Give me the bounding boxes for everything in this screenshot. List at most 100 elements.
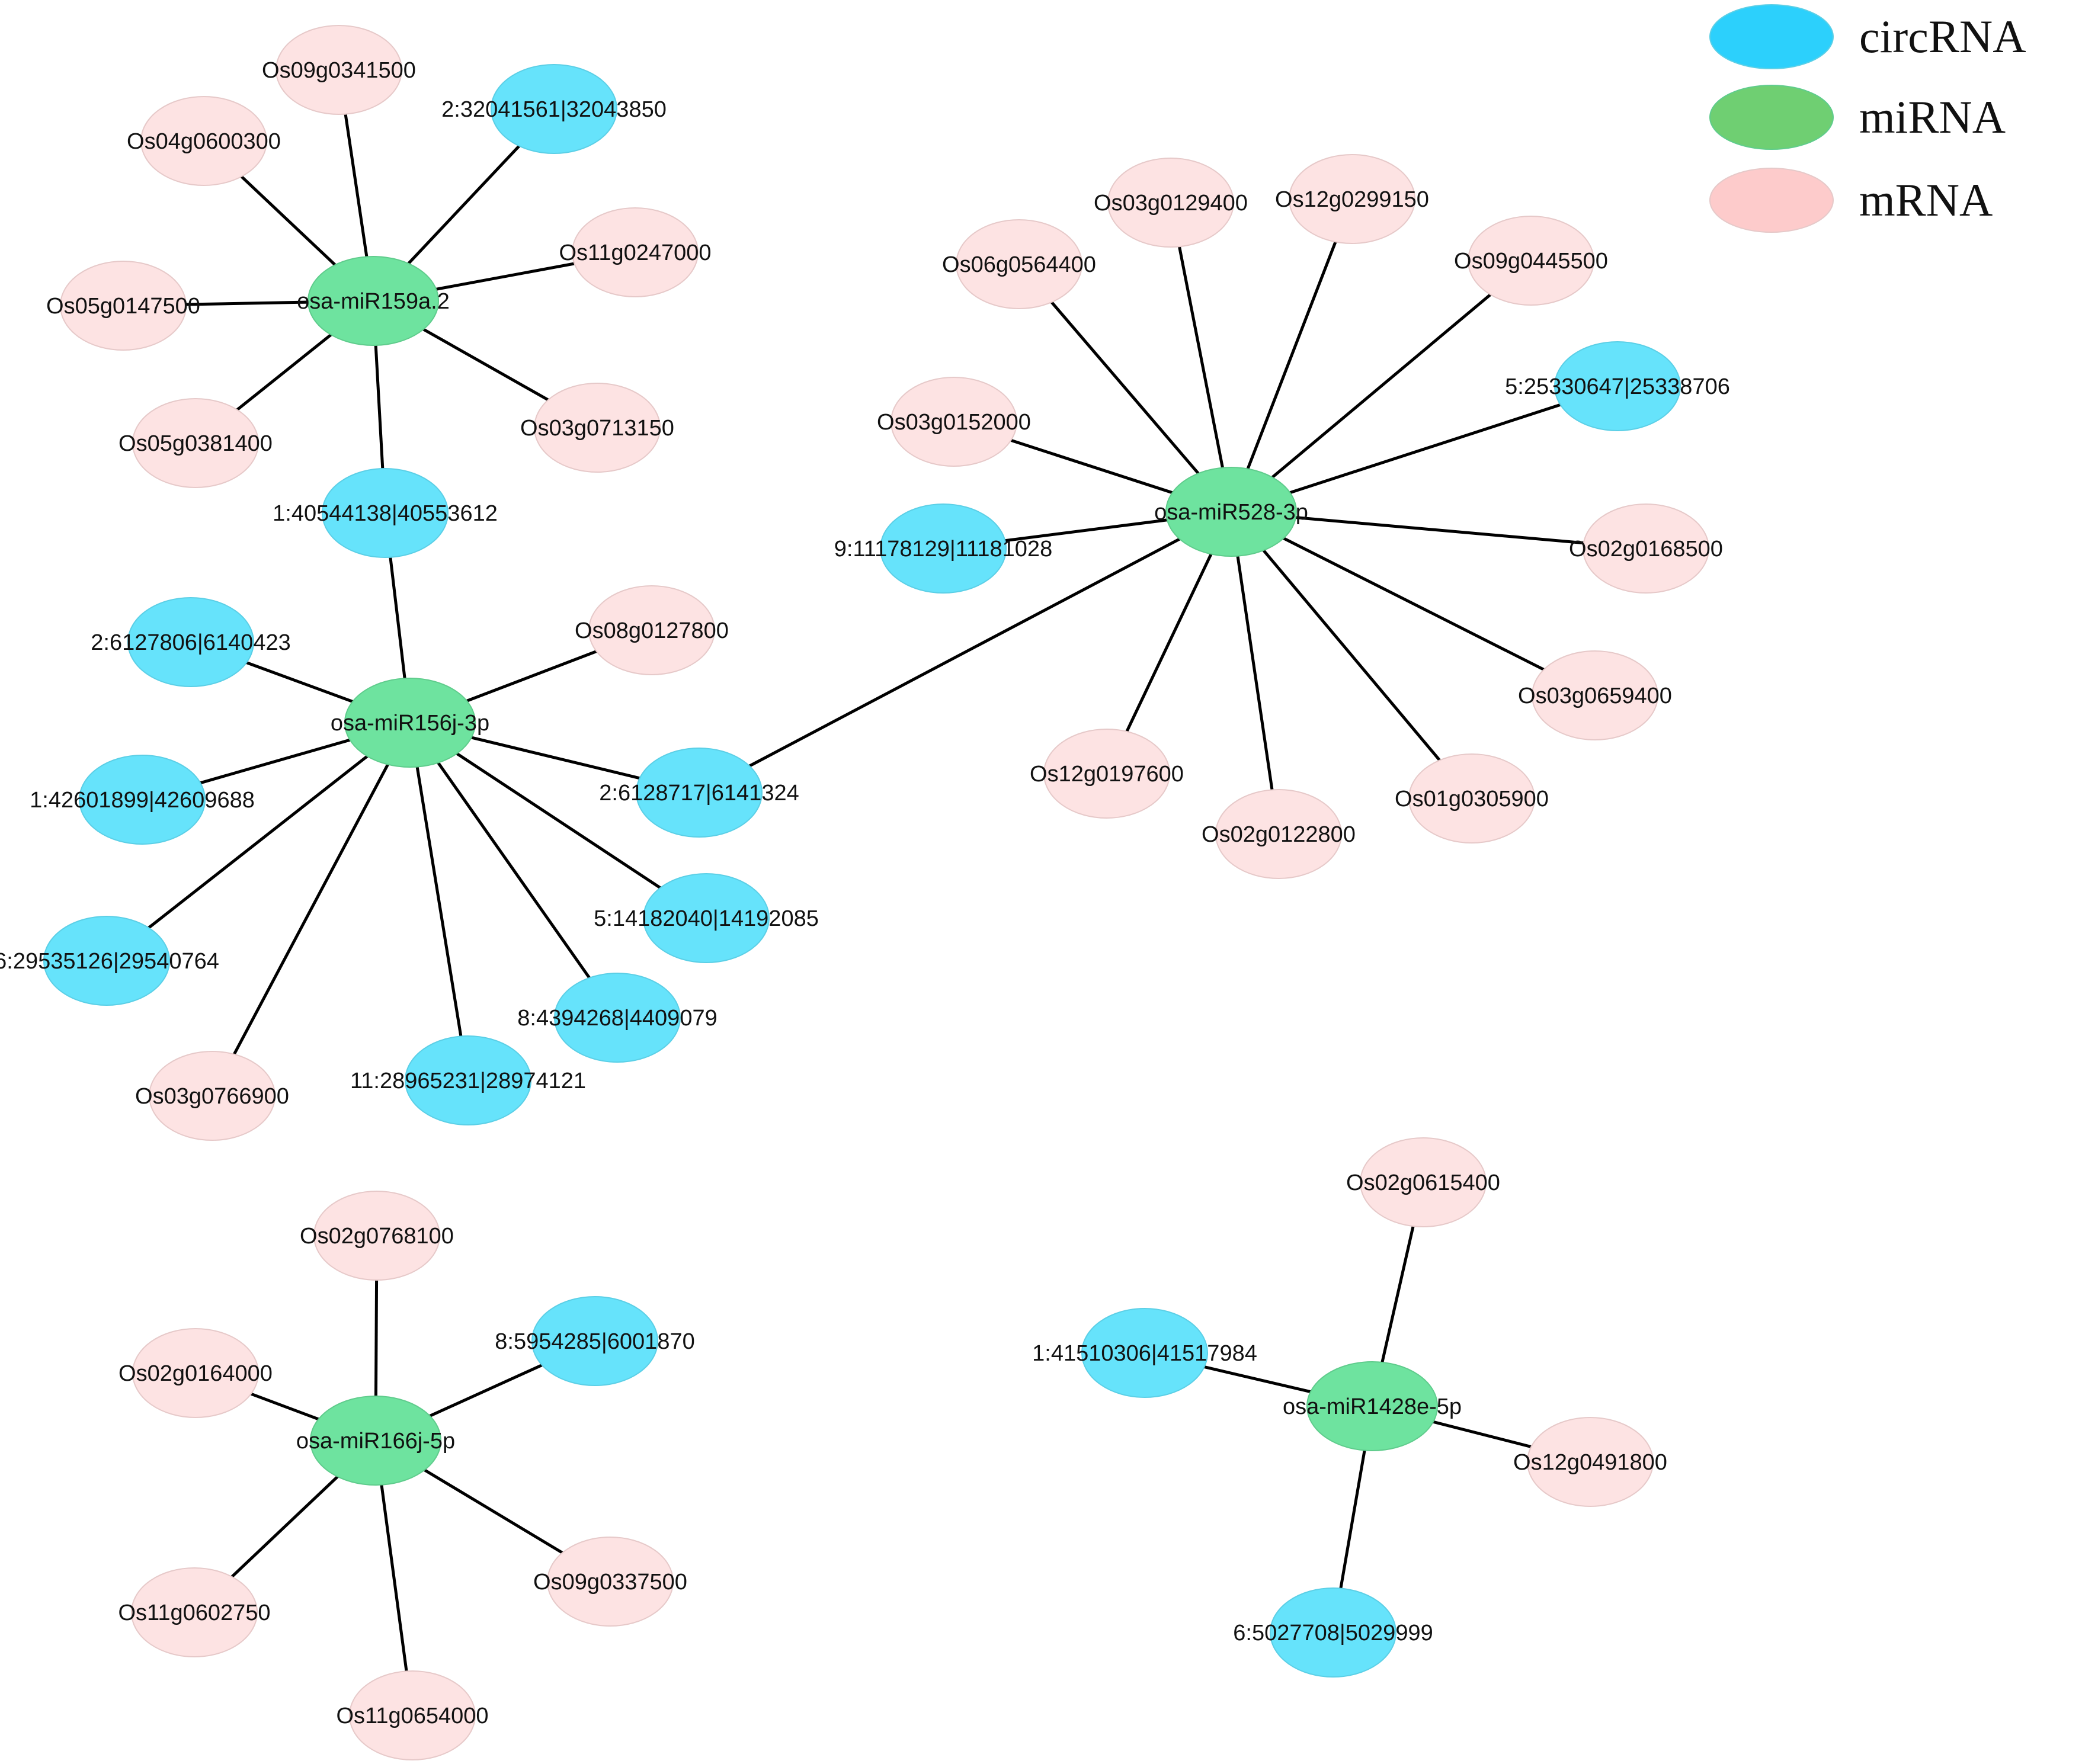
node-label: Os04g0600300	[127, 129, 281, 154]
node-label: 9:11178129|11181028	[834, 537, 1052, 562]
circrna-ellipse	[1270, 1587, 1396, 1678]
mrna-ellipse	[276, 25, 402, 115]
node-label: Os09g0341500	[262, 58, 416, 83]
mrna-node-os05g0147500[interactable]: Os05g0147500	[46, 261, 200, 351]
mrna-node-os06g0564400[interactable]: Os06g0564400	[942, 219, 1096, 309]
node-label: Os05g0147500	[46, 294, 200, 319]
node-label: osa-miR1428e-5p	[1283, 1394, 1462, 1419]
mrna-ellipse	[547, 1537, 674, 1627]
circrna-node-1-40544138-40553612[interactable]: 1:40544138|40553612	[273, 468, 498, 558]
mrna-node-os02g0122800[interactable]: Os02g0122800	[1202, 789, 1356, 879]
mrna-node-os02g0164000[interactable]: Os02g0164000	[118, 1328, 273, 1418]
mirna-node-osa-mir166j-5p[interactable]: osa-miR166j-5p	[296, 1396, 455, 1486]
circrna-node-11-28965231-28974121[interactable]: 11:28965231|28974121	[350, 1035, 586, 1125]
node-label: Os02g0168500	[1569, 537, 1723, 562]
circrna-node-6-5027708-5029999[interactable]: 6:5027708|5029999	[1233, 1587, 1433, 1678]
mrna-node-os12g0299150[interactable]: Os12g0299150	[1275, 154, 1429, 244]
mrna-ellipse	[1532, 650, 1658, 740]
mrna-ellipse	[131, 1567, 258, 1657]
node-label: osa-miR528-3p	[1154, 500, 1308, 525]
circrna-node-5-25330647-25338706[interactable]: 5:25330647|25338706	[1505, 341, 1730, 431]
mirna-node-osa-mir1428e-5p[interactable]: osa-miR1428e-5p	[1283, 1361, 1462, 1451]
mrna-ellipse	[1583, 503, 1709, 594]
mrna-ellipse	[1408, 753, 1535, 843]
circrna-ellipse	[643, 873, 770, 963]
mrna-ellipse	[1527, 1417, 1654, 1507]
mrna-node-os02g0168500[interactable]: Os02g0168500	[1569, 503, 1723, 594]
nodes-layer: osa-miR159a.2 Os09g0341500 2:32041561|3204…	[0, 25, 1730, 1760]
node-label: 1:42601899|42609688	[30, 788, 255, 813]
edge-osa-mir528-3p-to-os09g0445500	[1230, 259, 1532, 513]
mrna-ellipse	[1468, 216, 1594, 306]
legend-swatch-mirna	[1709, 85, 1834, 150]
mrna-node-os03g0713150[interactable]: Os03g0713150	[520, 383, 674, 473]
mirna-ellipse	[344, 678, 476, 768]
mrna-node-os02g0768100[interactable]: Os02g0768100	[300, 1191, 454, 1281]
circrna-node-8-5954285-6001870[interactable]: 8:5954285|6001870	[495, 1296, 695, 1386]
circrna-ellipse	[405, 1035, 531, 1125]
circrna-node-1-42601899-42609688[interactable]: 1:42601899|42609688	[30, 755, 255, 845]
mrna-node-os05g0381400[interactable]: Os05g0381400	[118, 398, 273, 488]
node-label: Os12g0197600	[1030, 762, 1184, 787]
circrna-node-5-14182040-14192085[interactable]: 5:14182040|14192085	[594, 873, 819, 963]
mrna-node-os08g0127800[interactable]: Os08g0127800	[575, 585, 729, 675]
mrna-node-os11g0654000[interactable]: Os11g0654000	[336, 1670, 489, 1760]
mrna-ellipse	[572, 207, 699, 297]
edge-osa-mir156j-3p-to-5-14182040-14192085	[409, 721, 707, 920]
mirna-ellipse	[310, 1396, 441, 1486]
mrna-node-os09g0445500[interactable]: Os09g0445500	[1454, 216, 1608, 306]
edge-osa-mir528-3p-to-5-25330647-25338706	[1231, 384, 1618, 514]
mrna-node-os12g0197600[interactable]: Os12g0197600	[1030, 729, 1184, 819]
node-label: Os05g0381400	[118, 431, 273, 456]
circrna-node-2-6127806-6140423[interactable]: 2:6127806|6140423	[91, 597, 291, 687]
circrna-ellipse	[322, 468, 449, 558]
edge-osa-mir528-3p-to-os06g0564400	[1018, 263, 1232, 513]
mirna-node-osa-mir159a-2[interactable]: osa-miR159a.2	[297, 256, 450, 346]
mrna-node-os03g0659400[interactable]: Os03g0659400	[1518, 650, 1672, 740]
mrna-node-os01g0305900[interactable]: Os01g0305900	[1395, 753, 1549, 843]
node-label: osa-miR166j-5p	[296, 1429, 455, 1454]
circrna-node-1-41510306-41517984[interactable]: 1:41510306|41517984	[1032, 1308, 1257, 1398]
mrna-ellipse	[534, 383, 661, 473]
mrna-node-os12g0491800[interactable]: Os12g0491800	[1513, 1417, 1667, 1507]
mrna-ellipse	[132, 398, 259, 488]
node-label: Os03g0659400	[1518, 684, 1672, 708]
legend-item-mirna: miRNA	[1709, 85, 2006, 150]
circrna-node-2-32041561-32043850[interactable]: 2:32041561|32043850	[441, 64, 667, 154]
circrna-node-2-6128717-6141324[interactable]: 2:6128717|6141324	[599, 748, 799, 838]
mrna-ellipse	[349, 1670, 476, 1760]
mrna-node-os02g0615400[interactable]: Os02g0615400	[1346, 1137, 1500, 1227]
edge-osa-mir156j-3p-to-11-28965231-28974121	[408, 722, 470, 1081]
mrna-node-os03g0766900[interactable]: Os03g0766900	[135, 1051, 289, 1141]
node-label: 5:14182040|14192085	[594, 906, 819, 931]
node-label: 2:6128717|6141324	[599, 781, 799, 806]
circrna-node-8-4394268-4409079[interactable]: 8:4394268|4409079	[517, 973, 718, 1063]
edge-osa-mir156j-3p-to-8-4394268-4409079	[408, 721, 619, 1019]
node-label: Os03g0129400	[1094, 191, 1248, 216]
mrna-ellipse	[313, 1191, 440, 1281]
node-label: Os03g0713150	[520, 416, 674, 441]
mrna-node-os09g0341500[interactable]: Os09g0341500	[262, 25, 416, 115]
circrna-node-9-11178129-11181028[interactable]: 9:11178129|11181028	[834, 503, 1052, 594]
mrna-node-os03g0129400[interactable]: Os03g0129400	[1094, 158, 1248, 248]
node-label: Os11g0602750	[118, 1601, 270, 1625]
mrna-node-os09g0337500[interactable]: Os09g0337500	[533, 1537, 687, 1627]
mirna-node-osa-mir156j-3p[interactable]: osa-miR156j-3p	[331, 678, 489, 768]
mrna-node-os03g0152000[interactable]: Os03g0152000	[877, 377, 1031, 467]
circrna-node-6-29535126-29540764[interactable]: 6:29535126|29540764	[0, 916, 219, 1006]
node-label: Os03g0766900	[135, 1084, 289, 1109]
node-label: Os01g0305900	[1395, 787, 1549, 812]
mirna-node-osa-mir528-3p[interactable]: osa-miR528-3p	[1154, 467, 1308, 557]
node-label: Os11g0654000	[336, 1704, 488, 1728]
mrna-node-os11g0247000[interactable]: Os11g0247000	[559, 207, 712, 297]
mirna-ellipse	[308, 256, 439, 346]
node-label: Os06g0564400	[942, 252, 1096, 277]
node-label: 5:25330647|25338706	[1505, 374, 1730, 399]
circrna-ellipse	[636, 748, 763, 838]
mrna-ellipse	[149, 1051, 276, 1141]
mrna-node-os04g0600300[interactable]: Os04g0600300	[127, 96, 281, 186]
mrna-ellipse	[60, 261, 187, 351]
mrna-ellipse	[1107, 158, 1234, 248]
mrna-node-os11g0602750[interactable]: Os11g0602750	[118, 1567, 271, 1657]
circrna-ellipse	[531, 1296, 658, 1386]
